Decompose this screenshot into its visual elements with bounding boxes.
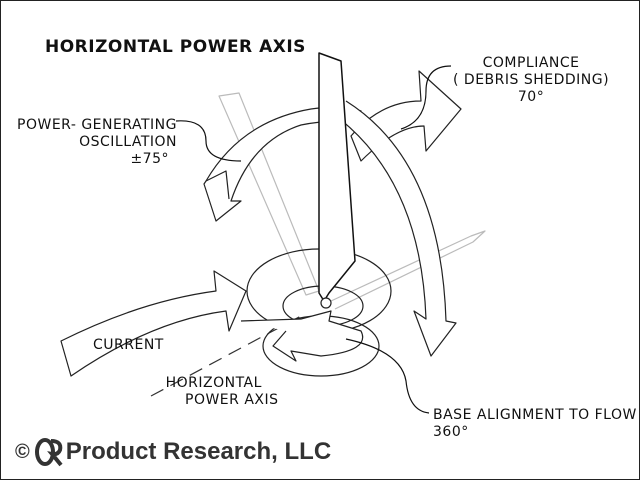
copyright-notice: © Product Research, LLC [15,437,331,467]
oscillation-line-3: ±75° [130,151,169,167]
oscillation-line-2: OSCILLATION [79,134,177,150]
current-arrow [60,270,247,377]
oscillation-arrow-head [205,170,230,200]
leader-compliance [400,65,452,130]
compliance-line-2: ( DEBRIS SHEDDING) [453,72,610,88]
current-label: CURRENT [93,337,164,353]
diagram-title: HORIZONTAL POWER AXIS [45,37,306,57]
company-logo-icon [34,438,63,467]
compliance-arc [335,100,457,357]
base-alignment-line-2: 360° [433,424,469,440]
oscillation-label: POWER- GENERATING OSCILLATION ±75° [15,117,177,168]
blade-hub [320,297,332,309]
leader-base [345,338,430,414]
oscillation-line-1: POWER- GENERATING [17,117,177,133]
compliance-arrow [350,70,462,162]
blade [318,52,356,302]
leader-oscillation [175,120,242,162]
axis-dashed-line [150,315,302,397]
base-alignment-line-1: BASE ALIGNMENT TO FLOW [433,407,637,423]
company-name: Product Research, LLC [65,438,332,465]
base-alignment-label: BASE ALIGNMENT TO FLOW 360° [433,407,637,441]
horizontal-axis-line-2: POWER AXIS [185,392,279,408]
copyright-symbol: © [15,440,30,463]
compliance-line-1: COMPLIANCE [482,55,580,71]
horizontal-axis-label: HORIZONTAL POWER AXIS [149,375,279,409]
compliance-line-3: 70° [517,89,545,105]
compliance-label: COMPLIANCE ( DEBRIS SHEDDING) 70° [453,55,609,106]
horizontal-axis-line-1: HORIZONTAL [165,375,262,391]
base-rotation-arrow [240,310,364,362]
